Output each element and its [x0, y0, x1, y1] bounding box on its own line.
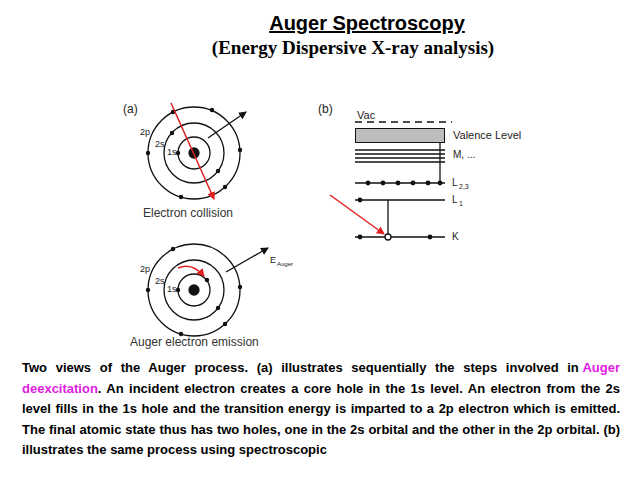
orbital-label: 2s: [155, 277, 165, 286]
atom-auger-emission: [146, 244, 268, 336]
panel-label: (b): [318, 103, 333, 115]
step-caption: Electron collision: [143, 207, 233, 219]
level-name: Valence Level: [453, 130, 521, 141]
caption-paragraph: Two views of the Auger process. (a) illu…: [22, 358, 620, 461]
orbital-label: 2s: [155, 140, 165, 149]
valence-band: Valence Level: [355, 128, 445, 143]
energy-levels: [330, 122, 452, 240]
energy-symbol: E: [270, 256, 276, 265]
orbital-label: 2p: [140, 265, 150, 274]
caption-text: . An incident electron creates a core ho…: [22, 381, 620, 458]
caption-text: Two views of the Auger process. (a) illu…: [22, 360, 579, 375]
level-name: L: [452, 195, 458, 205]
panel-label: (a): [123, 103, 138, 115]
page-title: Auger Spectroscopy: [0, 12, 638, 35]
atom-collision: [146, 103, 246, 199]
level-subscript: 2,3: [459, 183, 469, 190]
orbital-label: 1s: [167, 285, 177, 294]
subtitle: (Energy Dispersive X-ray analysis): [0, 38, 638, 57]
level-name: Vac: [357, 110, 375, 121]
orbital-label: 2p: [140, 128, 150, 137]
level-name: M, ...: [453, 150, 475, 160]
step-caption: Auger electron emission: [130, 336, 259, 348]
level-name: L: [452, 178, 458, 188]
energy-subscript: Auger: [277, 261, 293, 267]
orbital-label: 1s: [167, 148, 177, 157]
level-subscript: 1: [459, 200, 463, 207]
level-name: K: [452, 232, 459, 242]
